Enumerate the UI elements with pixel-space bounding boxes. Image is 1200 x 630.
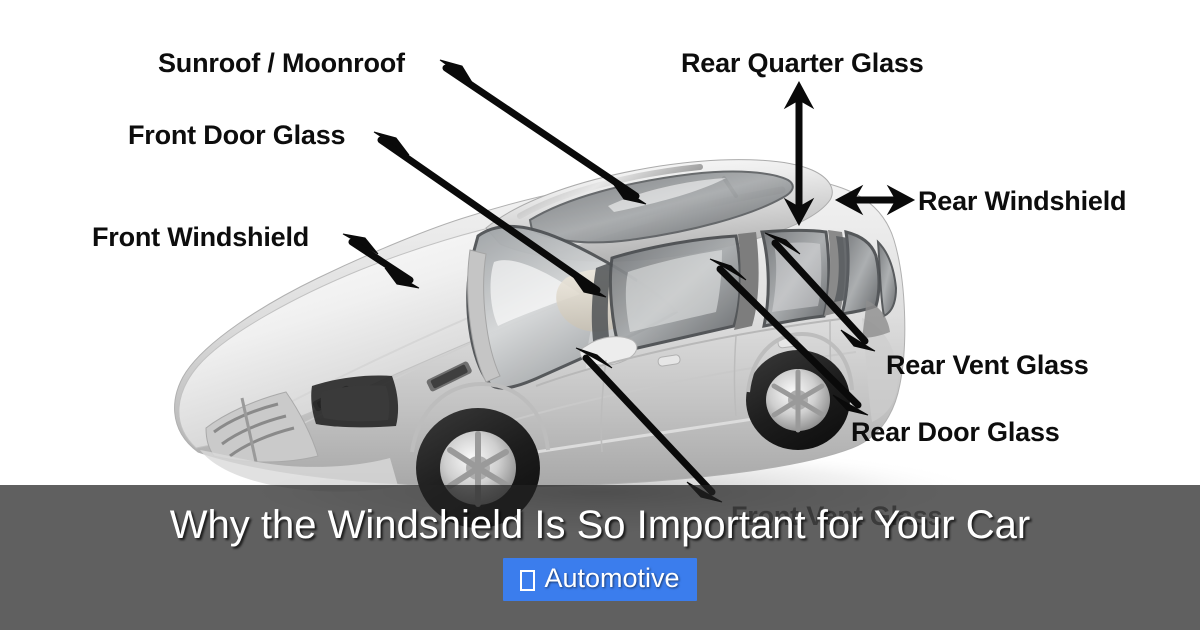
tail-light [862, 300, 890, 338]
front-door-handle [657, 354, 681, 367]
callout-label-rear-door: Rear Door Glass [851, 417, 1060, 447]
callout-label-rear-vent: Rear Vent Glass [886, 350, 1089, 380]
sunroof-glass [528, 170, 794, 244]
headlight-lens [320, 385, 390, 422]
missing-glyph-box-icon [520, 570, 536, 592]
arrow-front-windshield [342, 233, 420, 289]
category-badge[interactable]: Automotive [503, 558, 697, 602]
roof-rail-far [517, 164, 703, 219]
title-overlay-bar: Why the Windshield Is So Important for Y… [0, 485, 1200, 630]
rear-quarter-panel [862, 318, 898, 422]
callout-label-front-windshield: Front Windshield [92, 222, 310, 252]
door-gap-mid [733, 335, 737, 417]
rear-wheel-arch [746, 331, 854, 393]
rear-vent-glass [834, 236, 850, 302]
callout-label-rear-quarter: Rear Quarter Glass [681, 48, 924, 78]
arrow-rear-vent [764, 232, 876, 352]
category-badge-label: Automotive [544, 563, 680, 594]
front-wheel-arch [410, 381, 550, 453]
front-vent-glass [591, 262, 612, 348]
windshield-reflection-1 [490, 260, 580, 326]
callout-label-rear-windshield: Rear Windshield [918, 186, 1127, 216]
rear-door-glass-hl [772, 242, 822, 312]
callout-label-front-door: Front Door Glass [128, 120, 346, 150]
sunroof-highlight [608, 178, 726, 212]
front-grille [205, 391, 319, 463]
arrow-front-door [373, 131, 607, 298]
callout-label-sunroof: Sunroof / Moonroof [158, 48, 405, 78]
arrow-sunroof [439, 59, 647, 205]
arrow-rear-windshield [834, 184, 916, 216]
page-title: Why the Windshield Is So Important for Y… [169, 503, 1031, 547]
arrow-rear-door [709, 258, 869, 416]
hood-vent-left [426, 361, 472, 392]
front-bumper [200, 450, 398, 492]
door-gap-front [600, 359, 607, 453]
front-door-glass-hl [625, 250, 722, 332]
title-overlay-content: Why the Windshield Is So Important for Y… [0, 485, 1200, 630]
arrow-rear-quarter [783, 80, 815, 227]
a-pillar [467, 249, 501, 383]
beltline [535, 317, 849, 387]
rear-wheel [746, 350, 850, 450]
rear-windshield-glass [876, 239, 898, 318]
